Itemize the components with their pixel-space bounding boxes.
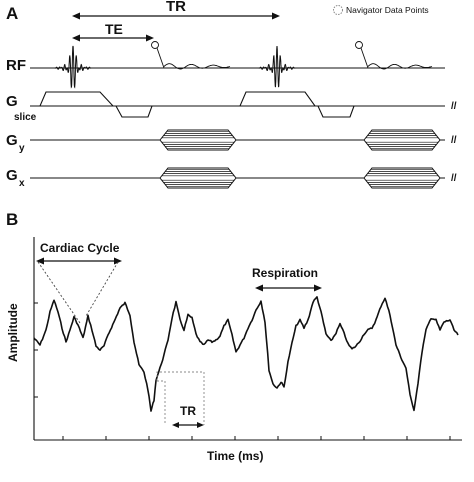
cardiac-cycle-label: Cardiac Cycle — [40, 241, 120, 255]
x-ticks — [62, 436, 451, 440]
gradient-trapezoid-outline — [363, 167, 441, 189]
gradient-trapezoid-outline — [159, 129, 237, 151]
readout-gradient-2 — [363, 167, 441, 189]
tr-arrow-right-head — [272, 12, 280, 20]
y-ticks — [34, 302, 38, 398]
sample-tr-right-head — [197, 422, 204, 428]
tr-step-guide — [156, 371, 205, 425]
cardiac-arrow-right-head — [114, 257, 122, 265]
respiration-arrow-left-head — [255, 284, 263, 292]
slice-gradient-waveform — [30, 91, 355, 118]
respiration-label: Respiration — [252, 266, 318, 280]
te-arrow-right-head — [146, 34, 154, 42]
gx-break-mark: // — [451, 173, 457, 184]
cardiac-guide-left — [37, 261, 81, 324]
phase-encode-gradient-2 — [363, 129, 441, 151]
y-axis-label: Amplitude — [6, 303, 20, 362]
cardiac-arrow-left-head — [36, 257, 44, 265]
gslice-break-mark: // — [451, 101, 457, 112]
tr-arrow-left-head — [72, 12, 80, 20]
rf-row-label: RF — [6, 57, 26, 74]
gslice-row-subscript: slice — [14, 112, 37, 123]
cardiac-guide-right — [85, 261, 119, 317]
respiration-arrow-right-head — [314, 284, 322, 292]
rf-excitation-pulse-1 — [54, 45, 92, 89]
legend-label: Navigator Data Points — [346, 5, 429, 15]
navigator-stick-1 — [156, 47, 165, 69]
readout-gradient-1 — [159, 167, 237, 189]
navigator-data-point-2 — [355, 41, 363, 49]
legend-marker-icon — [333, 5, 343, 15]
gslice-row-label: G — [6, 93, 18, 110]
gradient-trapezoid-outline — [159, 167, 237, 189]
gy-row-subscript: y — [19, 143, 25, 154]
tr-label: TR — [166, 0, 186, 15]
phase-encode-gradient-1 — [159, 129, 237, 151]
gx-row-subscript: x — [19, 178, 25, 189]
gy-row-label: G — [6, 132, 18, 149]
rf-excitation-pulse-2 — [258, 45, 296, 88]
sample-tr-left-head — [172, 422, 179, 428]
te-arrow-left-head — [72, 34, 80, 42]
navigator-echo-2 — [367, 63, 433, 70]
panel-a-label: A — [6, 4, 18, 23]
te-label: TE — [105, 21, 123, 37]
navigator-stick-2 — [360, 47, 369, 69]
navigator-echo-1 — [163, 63, 231, 70]
tr-step-inner — [157, 380, 166, 425]
gradient-trapezoid-outline — [363, 129, 441, 151]
navigator-signal-trace — [33, 296, 459, 412]
panel-b-label: B — [6, 210, 18, 229]
x-axis-label: Time (ms) — [207, 449, 263, 463]
gy-break-mark: // — [451, 135, 457, 146]
navigator-data-point-1 — [151, 41, 159, 49]
gx-row-label: G — [6, 167, 18, 184]
sample-tr-label: TR — [180, 404, 196, 418]
